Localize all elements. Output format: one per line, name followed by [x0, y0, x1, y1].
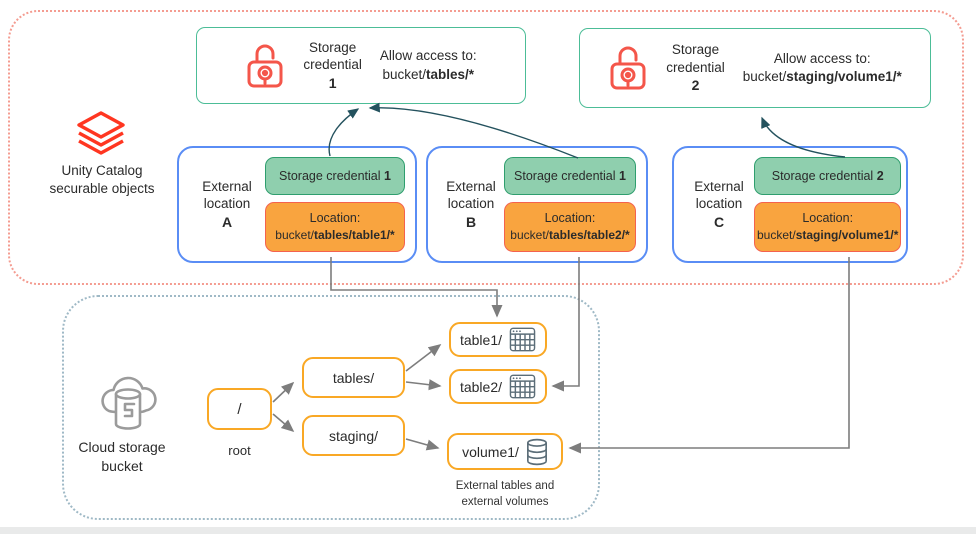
unity-catalog-label: Unity Catalog securable objects	[20, 162, 184, 198]
volume-icon	[526, 438, 547, 465]
cloud-bucket-icon	[101, 376, 157, 430]
credential-2-name-line2: credential	[666, 59, 725, 75]
lock-icon	[247, 44, 283, 87]
credential-1-path: bucket/tables/*	[382, 66, 475, 82]
credential-2-name: Storage credential 2	[666, 41, 725, 95]
lock-icon	[610, 46, 646, 90]
table1-node: table1/	[449, 322, 547, 357]
external-location-c-label: External location C	[694, 178, 744, 230]
cloud-storage-label-line2: bucket	[101, 457, 143, 474]
external-objects-caption: External tables and external volumes	[455, 480, 555, 508]
credential-2-allow: Allow access to: bucket/staging/volume1/…	[743, 50, 902, 86]
table2-node: table2/	[449, 369, 547, 404]
staging-folder-node: staging/	[302, 415, 405, 456]
credential-1-allow-line: Allow access to:	[379, 48, 477, 64]
credential-2-number: 2	[691, 77, 700, 94]
credential-2-allow-line: Allow access to:	[773, 50, 871, 66]
location-badge-b: Location: bucket/tables/table2/*	[504, 201, 636, 253]
volume1-node: volume1/	[447, 433, 563, 470]
external-location-b-label: External location B	[446, 178, 496, 230]
unity-catalog-label-line1: Unity Catalog	[61, 163, 143, 178]
credential-1-number: 1	[328, 74, 337, 91]
external-location-c-box: External location C Storage credential 2…	[672, 146, 908, 263]
location-badge-a: Location: bucket/tables/table1/*	[265, 201, 405, 253]
credential-1-name-line1: Storage	[308, 39, 357, 55]
root-node: /	[207, 388, 272, 430]
table-icon	[509, 327, 536, 352]
tables-folder-node: tables/	[302, 357, 405, 398]
arrow-location-c-to-volume1	[568, 257, 850, 454]
credential-1-name-line2: credential	[303, 57, 362, 73]
unity-catalog-label-line2: securable objects	[49, 181, 155, 197]
root-caption: root	[228, 443, 251, 458]
storage-credential-2-box: Storage credential 2 Allow access to: bu…	[579, 28, 931, 108]
table-icon	[509, 374, 536, 399]
storage-credential-1-box: Storage credential 1 Allow access to: bu…	[196, 27, 526, 104]
credential-1-allow: Allow access to: bucket/tables/*	[380, 47, 477, 83]
credential-badge-b: Storage credential 1	[504, 156, 636, 195]
external-location-b-box: External location B Storage credential 1…	[426, 146, 648, 263]
databricks-logo-icon	[77, 111, 125, 155]
credential-badge-c: Storage credential 2	[754, 156, 902, 195]
bottom-edge-bar	[0, 527, 976, 534]
external-location-a-box: External location A Storage credential 1…	[177, 146, 417, 263]
credential-2-path: bucket/staging/volume1/*	[742, 69, 902, 84]
location-badge-c: Location: bucket/staging/volume1/*	[754, 201, 902, 253]
cloud-storage-label: Cloud storage bucket	[40, 438, 204, 476]
credential-1-name: Storage credential 1	[303, 39, 362, 93]
cloud-storage-label-line1: Cloud storage	[78, 439, 166, 455]
external-location-a-label: External location A	[202, 178, 252, 230]
credential-badge-a: Storage credential 1	[265, 156, 405, 195]
credential-2-name-line1: Storage	[671, 42, 720, 58]
